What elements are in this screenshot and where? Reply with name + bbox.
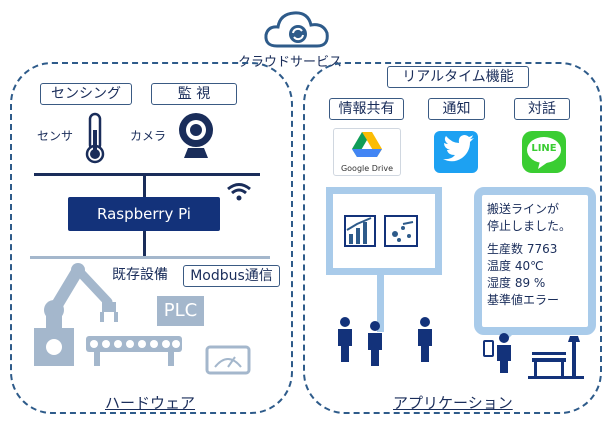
realtime-tag: リアルタイム機能 [387, 66, 529, 88]
conveyor-icon [86, 334, 182, 366]
message-line-5: 温度 40℃ [487, 259, 544, 273]
share-tag: 情報共有 [329, 98, 404, 120]
thermometer-icon [84, 112, 106, 164]
monitor-stand [377, 274, 384, 332]
cloud-icon [263, 6, 333, 50]
people-group-icon [333, 316, 441, 368]
wifi-icon [226, 182, 252, 202]
alert-message-bubble: 搬送ラインが 停止しました。 生産数 7763 温度 40℃ 湿度 89 % 基… [474, 187, 596, 335]
gauge-icon [205, 345, 251, 375]
webcam-icon [176, 110, 216, 162]
monitor-tag: 監 視 [151, 83, 237, 105]
sensor-label: センサ [37, 129, 74, 143]
hardware-panel [10, 62, 293, 414]
dashboard-monitor [326, 187, 442, 275]
google-drive-icon[interactable]: Google Drive [333, 128, 401, 176]
bench-lamp-icon [528, 334, 584, 380]
sensing-tag: センシング [40, 83, 132, 105]
notify-tag: 通知 [428, 98, 485, 120]
hardware-title: ハードウェア [105, 394, 196, 412]
equipment-bus-line [30, 256, 270, 259]
line-label: LINE [531, 143, 557, 154]
application-title: アプリケーション [393, 394, 513, 412]
message-line-2: 停止しました。 [487, 219, 572, 233]
plc-box: PLC [157, 296, 204, 326]
sensor-bus-line [34, 173, 260, 176]
line-app-icon[interactable]: LINE [522, 131, 566, 173]
raspberry-pi-box: Raspberry Pi [68, 197, 220, 231]
twitter-icon[interactable] [434, 131, 478, 173]
google-drive-label: Google Drive [340, 164, 394, 173]
chat-tag: 対話 [514, 98, 570, 120]
message-line-7: 基準値エラー [487, 293, 560, 307]
message-line-4: 生産数 7763 [487, 242, 558, 256]
person-phone-icon [482, 333, 522, 373]
message-line-1: 搬送ラインが [487, 202, 560, 216]
rpi-down-connector [143, 231, 146, 257]
message-line-6: 湿度 89 % [487, 276, 546, 290]
robot-arm-icon [30, 262, 130, 370]
modbus-tag: Modbus通信 [183, 265, 280, 287]
camera-label: カメラ [130, 129, 167, 143]
bus-connector [143, 173, 146, 198]
existing-equipment-label: 既存設備 [112, 267, 168, 283]
application-panel [303, 62, 602, 414]
